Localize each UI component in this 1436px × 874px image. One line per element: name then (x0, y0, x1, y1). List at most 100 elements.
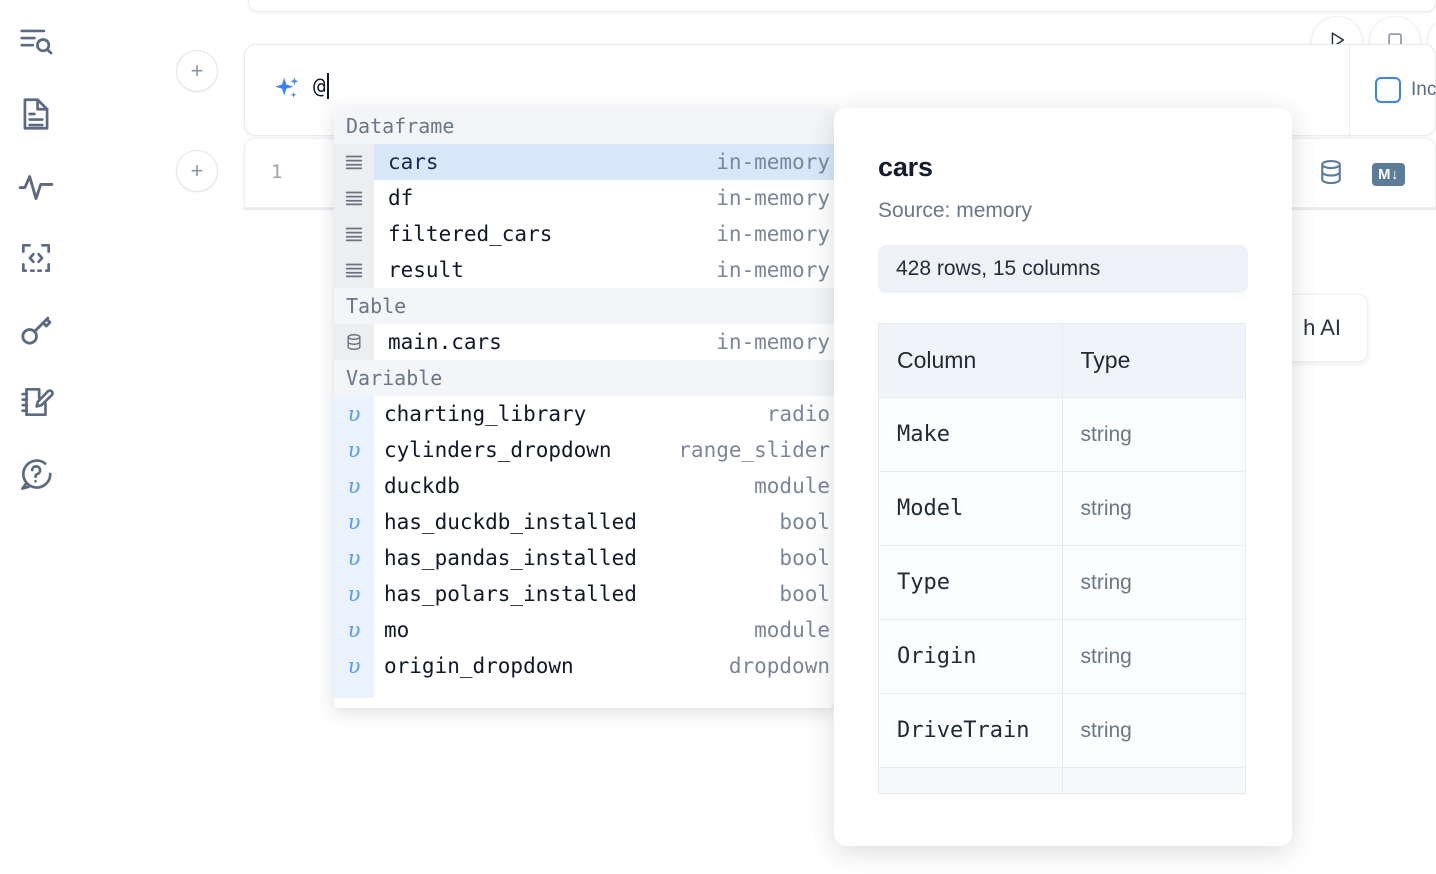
autocomplete-item-type: range_slider (678, 438, 830, 462)
autocomplete-item-type: bool (779, 582, 830, 606)
autocomplete-item-df[interactable]: df in-memory (334, 180, 834, 216)
detail-column-type: string (1061, 545, 1246, 620)
detail-column-type (1061, 767, 1246, 794)
autocomplete-item-charting-library[interactable]: υ charting_library radio (334, 396, 834, 432)
autocomplete-item-name: charting_library (384, 402, 587, 426)
variable-icon (334, 684, 374, 698)
sidebar-item-runtime[interactable] (12, 162, 60, 210)
dataframe-rows-icon (334, 216, 374, 252)
sidebar-item-help[interactable] (12, 450, 60, 498)
detail-shape-badge: 428 rows, 15 columns (878, 245, 1248, 293)
dataframe-rows-icon (334, 180, 374, 216)
text-caret (326, 73, 329, 99)
autocomplete-item-type: in-memory (716, 258, 830, 282)
ai-prompt-input[interactable]: @ (313, 73, 329, 99)
autocomplete-item-type: module (754, 474, 830, 498)
autocomplete-item-name: cylinders_dropdown (384, 438, 612, 462)
autocomplete-item-type: in-memory (716, 186, 830, 210)
cell-above-partial (248, 0, 1436, 12)
database-icon (334, 324, 374, 360)
autocomplete-item-body: cylinders_dropdown range_slider (374, 432, 834, 468)
autocomplete-item-body (374, 684, 834, 698)
add-cell-button-top[interactable]: + (176, 50, 218, 92)
autocomplete-item-filtered-cars[interactable]: filtered_cars in-memory (334, 216, 834, 252)
include-all-code-toggle[interactable]: Include all code (1375, 77, 1436, 103)
variable-icon: υ (334, 648, 374, 684)
autocomplete-section-header: Table (334, 288, 834, 324)
sidebar-item-snippets[interactable] (12, 234, 60, 282)
autocomplete-item-clipped[interactable] (334, 684, 834, 698)
detail-column-header: Column (878, 323, 1063, 398)
plus-icon: + (190, 58, 204, 83)
detail-source: Source: memory (878, 199, 1033, 222)
autocomplete-item-origin-dropdown[interactable]: υ origin_dropdown dropdown (334, 648, 834, 684)
variable-icon: υ (334, 540, 374, 576)
autocomplete-item-body: charting_library radio (374, 396, 834, 432)
markdown-icon[interactable]: M↓ (1372, 163, 1405, 186)
autocomplete-item-type: in-memory (716, 150, 830, 174)
detail-column-type: string (1061, 619, 1246, 694)
prompt-divider (1349, 45, 1350, 137)
autocomplete-item-name: main.cars (388, 330, 502, 354)
detail-column-type: string (1061, 471, 1246, 546)
detail-title: cars (878, 152, 933, 182)
variable-icon: υ (334, 396, 374, 432)
autocomplete-item-name: mo (384, 618, 410, 642)
document-icon (17, 95, 55, 133)
detail-column-name: Model (878, 471, 1063, 546)
variable-icon: υ (334, 504, 374, 540)
autocomplete-item-name: df (388, 186, 414, 210)
sidebar-item-notebook[interactable] (12, 90, 60, 138)
detail-column-name: Origin (878, 619, 1063, 694)
sidebar-item-secrets[interactable] (12, 306, 60, 354)
autocomplete-item-name: has_duckdb_installed (384, 510, 637, 534)
detail-column-name (878, 767, 1063, 794)
detail-column-type: string (1061, 693, 1246, 768)
variable-icon: υ (334, 612, 374, 648)
activity-icon (17, 167, 55, 205)
autocomplete-item-type: in-memory (716, 222, 830, 246)
ai-prompt-value: @ (313, 74, 326, 98)
autocomplete-item-body: origin_dropdown dropdown (374, 648, 834, 684)
autocomplete-item-type: radio (766, 402, 830, 426)
detail-column-type: string (1061, 397, 1246, 472)
autocomplete-item-body: mo module (374, 612, 834, 648)
detail-column-name: DriveTrain (878, 693, 1063, 768)
dataframe-rows-icon (334, 144, 374, 180)
autocomplete-item-type: dropdown (728, 654, 830, 678)
autocomplete-item-name: duckdb (384, 474, 460, 498)
autocomplete-item-name: origin_dropdown (384, 654, 574, 678)
detail-type-header: Type (1061, 323, 1246, 398)
autocomplete-item-type: module (754, 618, 830, 642)
detail-column-name: Make (878, 397, 1063, 472)
sidebar-item-scratchpad[interactable] (12, 378, 60, 426)
database-icon[interactable] (1316, 157, 1346, 192)
autocomplete-item-body: has_duckdb_installed bool (374, 504, 834, 540)
sidebar-item-explore[interactable] (12, 18, 60, 66)
autocomplete-item-type: bool (779, 546, 830, 570)
help-chat-icon (17, 455, 55, 493)
autocomplete-item-body: filtered_cars in-memory (374, 216, 834, 252)
autocomplete-item-name: filtered_cars (388, 222, 553, 246)
variable-icon: υ (334, 576, 374, 612)
include-all-code-checkbox[interactable] (1375, 77, 1401, 103)
plus-icon: + (190, 158, 204, 183)
add-cell-button-bottom[interactable]: + (176, 150, 218, 192)
autocomplete-item-has-duckdb-installed[interactable]: υ has_duckdb_installed bool (334, 504, 834, 540)
autocomplete-item-type: bool (779, 510, 830, 534)
